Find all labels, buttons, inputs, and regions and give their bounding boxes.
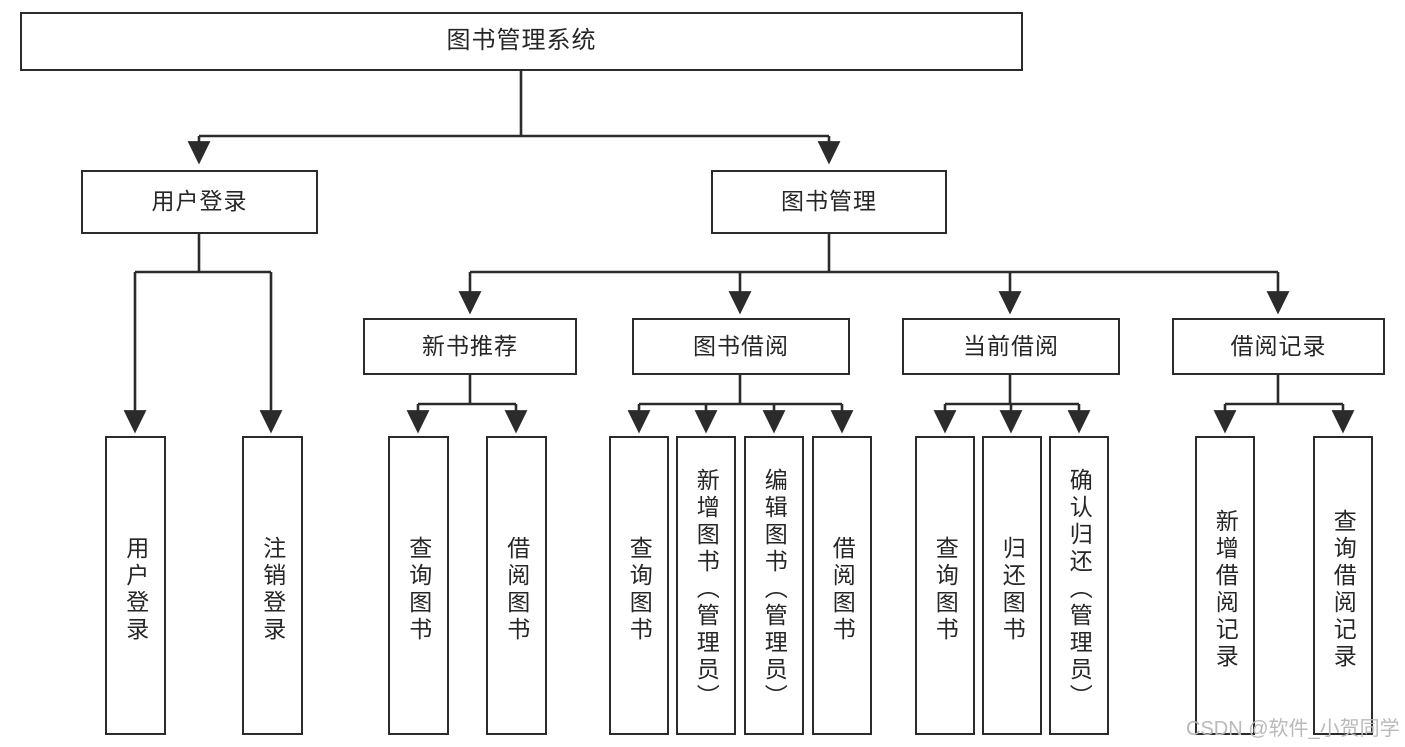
node-label: 确认归还（管理员） xyxy=(1066,468,1093,711)
node-book-borrow[interactable]: 图书借阅 xyxy=(632,318,850,375)
node-label: 新书推荐 xyxy=(422,332,518,359)
node-label: 借阅图书 xyxy=(829,535,856,644)
node-book-management[interactable]: 图书管理 xyxy=(711,170,947,234)
node-label: 用户登录 xyxy=(151,188,248,215)
node-borrow-record[interactable]: 借阅记录 xyxy=(1172,318,1385,375)
node-leaf-newbook-borrow-book[interactable]: 借阅图书 xyxy=(486,436,547,735)
node-label: 查询借阅记录 xyxy=(1330,508,1357,671)
node-label: 用户登录 xyxy=(122,535,149,644)
node-label: 借阅图书 xyxy=(503,535,530,644)
node-leaf-currentborrow-query-book[interactable]: 查询图书 xyxy=(915,436,975,735)
node-label: 注销登录 xyxy=(259,535,286,644)
node-leaf-bookborrow-query-book[interactable]: 查询图书 xyxy=(609,436,669,735)
node-leaf-currentborrow-confirm-return-admin[interactable]: 确认归还（管理员） xyxy=(1049,436,1109,735)
node-leaf-bookborrow-add-book-admin[interactable]: 新增图书（管理员） xyxy=(676,436,736,735)
node-label: 图书管理 xyxy=(781,188,877,215)
node-leaf-borrowrecord-add-record[interactable]: 新增借阅记录 xyxy=(1195,436,1255,735)
node-new-book-recommend[interactable]: 新书推荐 xyxy=(363,318,577,375)
node-leaf-borrowrecord-query-record[interactable]: 查询借阅记录 xyxy=(1313,436,1373,735)
node-user-login[interactable]: 用户登录 xyxy=(81,170,318,234)
node-label: 查询图书 xyxy=(932,535,959,644)
node-current-borrow[interactable]: 当前借阅 xyxy=(902,318,1120,375)
node-label: 借阅记录 xyxy=(1230,332,1327,359)
node-label: 查询图书 xyxy=(405,535,432,644)
node-leaf-bookborrow-borrow-book[interactable]: 借阅图书 xyxy=(812,436,872,735)
node-label: 查询图书 xyxy=(626,535,653,644)
node-leaf-user-login[interactable]: 用户登录 xyxy=(105,436,166,735)
node-leaf-currentborrow-return-book[interactable]: 归还图书 xyxy=(982,436,1042,735)
node-leaf-bookborrow-edit-book-admin[interactable]: 编辑图书（管理员） xyxy=(744,436,804,735)
node-root-book-management-system[interactable]: 图书管理系统 xyxy=(20,12,1023,71)
node-label: 新增图书（管理员） xyxy=(693,468,720,711)
node-leaf-newbook-query-book[interactable]: 查询图书 xyxy=(388,436,449,735)
watermark-text: CSDN @软件_小贺同学 xyxy=(1186,718,1400,740)
node-label: 新增借阅记录 xyxy=(1212,508,1239,671)
node-leaf-logout[interactable]: 注销登录 xyxy=(242,436,303,735)
node-label: 归还图书 xyxy=(999,535,1026,644)
node-label: 图书借阅 xyxy=(693,332,789,359)
node-label: 图书管理系统 xyxy=(446,27,597,55)
node-label: 当前借阅 xyxy=(963,332,1059,359)
node-label: 编辑图书（管理员） xyxy=(761,468,788,711)
